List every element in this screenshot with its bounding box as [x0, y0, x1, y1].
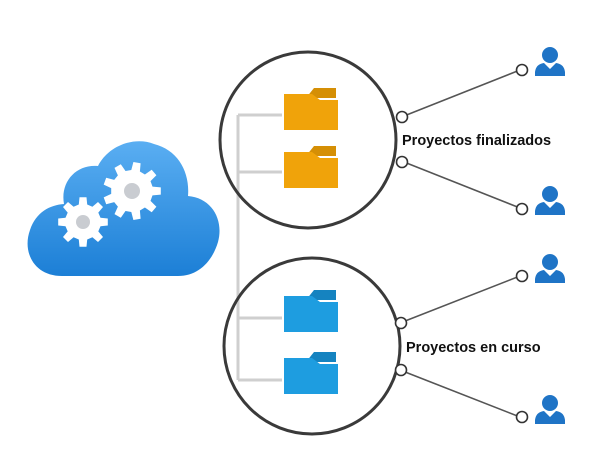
group-ongoing-projects: Proyectos en curso	[222, 254, 565, 436]
cloud-gears-icon	[27, 141, 220, 276]
user-icon	[535, 254, 565, 283]
group-circle	[218, 50, 398, 230]
connector-node	[394, 363, 408, 377]
connector-node	[515, 202, 529, 216]
group-label-ongoing: Proyectos en curso	[406, 340, 541, 356]
folder-icon	[284, 146, 338, 188]
connector-node	[395, 155, 409, 169]
connector-node	[395, 110, 409, 124]
group-label-finished: Proyectos finalizados	[402, 133, 551, 149]
gear-icon	[58, 197, 108, 247]
connector-node	[515, 269, 529, 283]
connector-node	[515, 63, 529, 77]
user-connectors	[403, 69, 521, 209]
tree-connector	[236, 113, 282, 382]
folder-icon	[284, 352, 338, 394]
user-icon	[535, 395, 565, 424]
group-finished-projects: Proyectos finalizados	[218, 47, 565, 230]
user-connectors	[399, 275, 521, 418]
gear-icon	[103, 162, 161, 220]
user-icon	[535, 186, 565, 215]
group-circle	[222, 256, 402, 436]
connector-node	[394, 316, 408, 330]
folder-icon	[284, 88, 338, 130]
connector-node	[515, 410, 529, 424]
folder-icon	[284, 290, 338, 332]
user-icon	[535, 47, 565, 76]
